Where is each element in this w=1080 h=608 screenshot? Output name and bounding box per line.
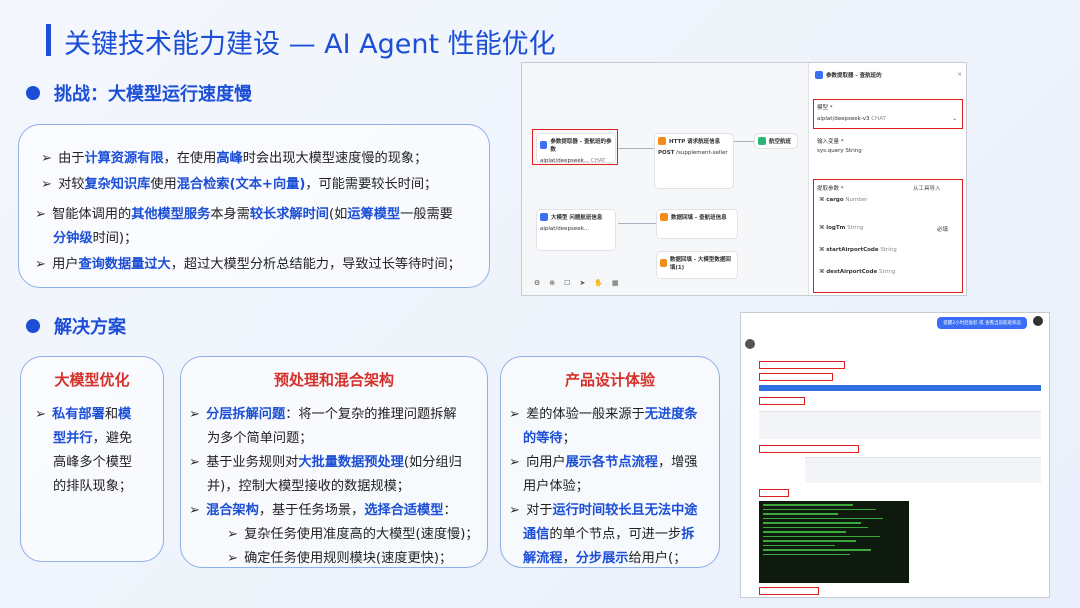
add-icon[interactable]: ⊕: [549, 279, 556, 287]
import-tool-button[interactable]: 从工具导入: [913, 186, 941, 192]
chat-user-message: 提醒2小时后复航 或 查看当前航班状态: [937, 317, 1027, 329]
fill-node-1: 数据回填 - 查航班信息: [656, 209, 738, 239]
connector: [618, 223, 656, 224]
step-highlight: [759, 489, 789, 497]
challenge-box: ➢由于计算资源有限，在使用高峰时会出现大模型速度慢的现象； ➢对较复杂知识库使用…: [18, 124, 490, 288]
step-highlight: [759, 373, 833, 381]
llm-icon: [540, 213, 548, 221]
llm-node: 大模型 问题航班信息 aiplat/deepseek...: [536, 209, 616, 251]
connector: [618, 148, 654, 149]
card-product-design: 产品设计体验 ➢差的体验一般来源于无进度条 的等待； ➢向用户展示各节点流程，增…: [500, 356, 720, 568]
workflow-screenshot: 参数提取器 - 查航班的参数 aiplat/deepseek... CHAT H…: [521, 62, 967, 296]
node-icon: [540, 141, 548, 149]
http-icon: [658, 137, 666, 145]
hand-icon[interactable]: ✋: [594, 279, 604, 287]
chat-progress-screenshot: 提醒2小时后复航 或 查看当前航班状态: [740, 312, 1050, 598]
param-item: ⌘ logTm String: [819, 225, 864, 231]
highlight-box: [532, 129, 618, 165]
extractor-icon: [815, 71, 823, 79]
fill-node-2: 数据回填 - 大模型数据回填(1): [656, 251, 738, 279]
data-table: [759, 411, 1041, 439]
airline-icon: [758, 137, 766, 145]
model-highlight: [813, 99, 963, 129]
layout-icon[interactable]: ▦: [612, 279, 619, 287]
challenge-bullet-3-cont: 分钟级时间)；: [53, 231, 138, 246]
close-icon[interactable]: ✕: [957, 72, 962, 78]
card-preprocessing: 预处理和混合架构 ➢分层拆解问题：将一个复杂的推理问题拆解 为多个简单问题； ➢…: [180, 356, 488, 568]
step-highlight: [759, 587, 819, 595]
title-accent-bar: [46, 24, 51, 56]
bullet-dot-icon: [26, 319, 40, 333]
param-item: ⌘ destAirportCode String: [819, 269, 896, 275]
step-highlight: [759, 397, 805, 405]
progress-bar: [759, 385, 1041, 391]
param-item: ⌘ startAirportCode String: [819, 247, 897, 253]
bot-avatar: [745, 339, 755, 349]
step-highlight: [759, 445, 859, 453]
challenge-bullet-2: ➢对较复杂知识库使用混合检索(文本+向量)，可能需要较长时间；: [41, 177, 438, 192]
avatar: [1033, 316, 1043, 326]
pointer-icon[interactable]: ➤: [579, 279, 586, 287]
param-item: ⌘ cargo Number: [819, 197, 868, 203]
fill-icon: [660, 213, 668, 221]
data-table: [805, 457, 1041, 483]
http-node: HTTP 请求航班信息 POST /supplement-seller: [654, 133, 734, 189]
solution-heading: 解决方案: [26, 313, 126, 339]
log-terminal: [759, 501, 909, 583]
airline-node: 航空航班: [754, 133, 798, 149]
model-select[interactable]: aiplat/deepseek-v3 CHAT ⌄: [817, 116, 957, 122]
challenge-heading: 挑战：大模型运行速度慢: [26, 80, 252, 106]
challenge-bullet-4: ➢用户查询数据量过大，超过大模型分析总结能力，导致过长等待时间；: [35, 257, 461, 272]
canvas-toolbar[interactable]: ⚙ ⊕ ☐ ➤ ✋ ▦: [534, 279, 619, 287]
fill-icon: [660, 259, 667, 267]
extract-node: 参数提取器 - 查航班的参数 aiplat/deepseek... CHAT: [536, 133, 616, 164]
bullet-dot-icon: [26, 86, 40, 100]
note-icon[interactable]: ☐: [564, 279, 571, 287]
challenge-bullet-3: ➢智能体调用的其他模型服务本身需较长求解时间(如运筹模型一般需要: [35, 207, 453, 222]
chevron-down-icon: ⌄: [952, 116, 957, 122]
page-title: 关键技术能力建设 — AI Agent 性能优化: [64, 29, 556, 60]
step-highlight: [759, 361, 845, 369]
card-model-optimization: 大模型优化 ➢私有部署和模 型并行，避免 高峰多个模型 的排队现象；: [20, 356, 164, 562]
config-panel: 参数提取器 - 查航班的 ✕ 模型 * aiplat/deepseek-v3 C…: [808, 63, 966, 295]
settings-icon[interactable]: ⚙: [534, 279, 541, 287]
challenge-bullet-1: ➢由于计算资源有限，在使用高峰时会出现大模型速度慢的现象；: [41, 151, 428, 166]
connector: [734, 141, 754, 142]
params-highlight: [813, 179, 963, 293]
